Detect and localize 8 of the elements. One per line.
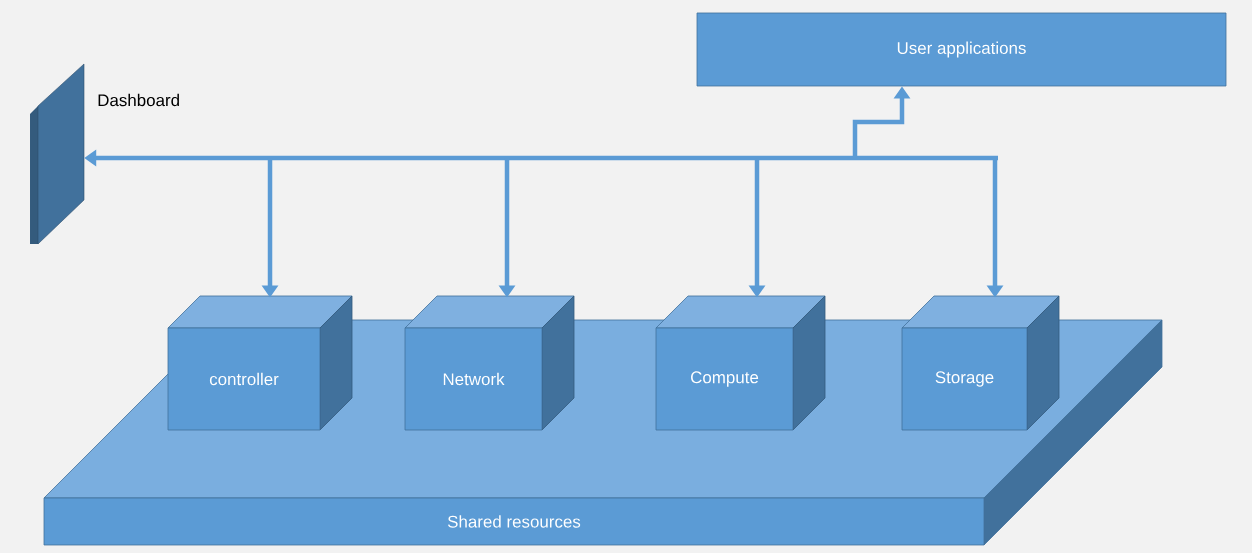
process-box: User applications <box>696 12 1227 87</box>
server-cube: Network <box>404 295 575 431</box>
dashboard-panel: Dashboard <box>30 63 179 245</box>
server-cube: controller <box>167 295 353 431</box>
server-cube: Storage <box>901 295 1060 431</box>
node-label: Dashboard <box>98 93 179 107</box>
server-cube: Compute <box>655 295 826 431</box>
node-label: Shared resources <box>447 515 581 528</box>
